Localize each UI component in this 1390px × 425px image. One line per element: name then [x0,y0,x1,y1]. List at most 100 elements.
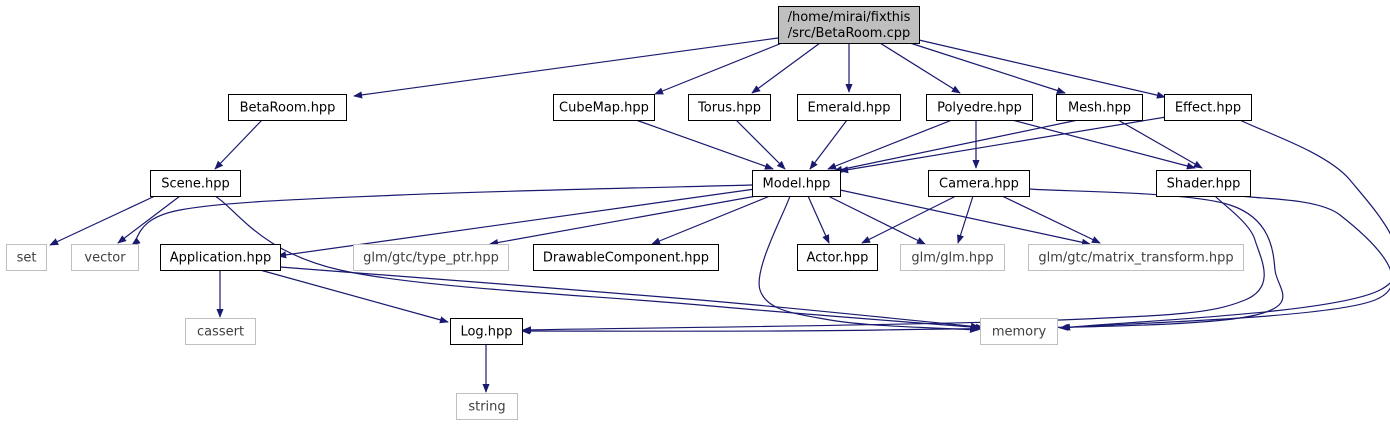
node-box [450,318,523,345]
node-label: glm/gtc/type_ptr.hpp [363,251,499,266]
node-box [456,393,518,420]
node-box [900,244,1005,271]
node-box [533,244,719,271]
node-emerald[interactable]: Emerald.hpp [797,94,901,121]
node-label: /home/mirai/fixthis [788,10,911,25]
nodes-layer: /home/mirai/fixthis/src/BetaRoom.cppBeta… [6,6,1252,420]
node-glm: glm/glm.hpp [900,244,1005,271]
node-typeptr: glm/gtc/type_ptr.hpp [353,244,509,271]
node-label: memory [992,325,1047,340]
edge-effect-to-memory [1061,119,1390,331]
edge-mesh-to-model [833,119,1079,173]
edge-model-to-typeptr [489,194,763,247]
node-scene[interactable]: Scene.hpp [150,170,241,197]
node-torus[interactable]: Torus.hpp [688,94,771,121]
node-label: Polyedre.hpp [937,101,1022,116]
node-root[interactable]: /home/mirai/fixthis/src/BetaRoom.cpp [778,6,920,44]
node-model[interactable]: Model.hpp [752,170,841,197]
node-box [1056,94,1143,121]
edge-model-to-matrix [839,189,1091,246]
node-box [228,94,347,121]
node-box [797,244,878,271]
node-box [778,6,920,44]
node-label: Actor.hpp [807,251,869,266]
node-shader[interactable]: Shader.hpp [1156,170,1251,197]
node-polyedre[interactable]: Polyedre.hpp [926,94,1033,121]
edge-scene-to-vector [117,195,181,244]
node-set: set [6,244,47,271]
node-box [980,318,1058,345]
edge-root-to-cubemap [654,42,783,95]
edge-model-to-vector [131,184,753,246]
node-log[interactable]: Log.hpp [450,318,523,345]
node-label: BetaRoom.hpp [240,101,336,116]
edge-model-to-memory [758,195,979,334]
edge-emerald-to-model [809,119,848,170]
node-label: set [17,251,37,266]
edge-mesh-to-shader [1117,119,1203,169]
edge-root-to-torus [751,42,821,94]
edge-root-to-betaroom [353,37,779,99]
node-label: Shader.hpp [1167,177,1241,192]
node-box [926,94,1033,121]
node-mesh[interactable]: Mesh.hpp [1056,94,1143,121]
node-label: CubeMap.hpp [559,101,649,116]
node-box [1028,244,1244,271]
node-box [1164,94,1252,121]
edge-model-to-glm [827,195,926,245]
node-label: vector [84,251,126,266]
node-camera[interactable]: Camera.hpp [928,170,1030,197]
node-box [353,244,509,271]
edge-root-to-effect [918,39,1166,99]
node-box [752,170,841,197]
edge-polyedre-to-model [827,119,953,170]
node-label: Application.hpp [170,251,272,266]
node-cassert: cassert [185,318,256,345]
node-box [6,244,47,271]
node-label: Mesh.hpp [1068,101,1131,116]
node-cubemap[interactable]: CubeMap.hpp [553,94,655,121]
node-box [928,170,1030,197]
node-box [160,244,281,271]
node-string: string [456,393,518,420]
node-box [553,94,655,121]
edge-camera-to-matrix [1001,195,1101,244]
node-label: cassert [197,325,244,340]
node-label: DrawableComponent.hpp [543,251,709,266]
node-label: Torus.hpp [697,101,761,116]
edge-betaroom-to-scene [214,119,263,170]
edge-root-to-polyedre [879,42,961,94]
edge-shader-to-log [522,195,1265,334]
edge-cubemap-to-model [635,119,774,170]
edge-shader-to-memory [1059,195,1390,331]
node-box [71,244,139,271]
edge-torus-to-model [735,119,786,170]
node-label: glm/gtc/matrix_transform.hpp [1038,251,1233,266]
node-label: /src/BetaRoom.cpp [788,26,911,41]
edge-scene-to-memory [214,195,985,331]
node-box [185,318,256,345]
edge-camera-to-actor [861,195,957,244]
node-betaroom[interactable]: BetaRoom.hpp [228,94,347,121]
node-box [1156,170,1251,197]
node-actor[interactable]: Actor.hpp [797,244,878,271]
edge-model-to-actor [807,195,830,244]
edge-scene-to-set [49,195,156,246]
node-label: Camera.hpp [939,177,1019,192]
node-application[interactable]: Application.hpp [160,244,281,271]
node-drawable[interactable]: DrawableComponent.hpp [533,244,719,271]
edge-application-to-log [259,269,449,324]
node-box [150,170,241,197]
node-memory: memory [980,318,1058,345]
node-label: string [468,400,505,415]
node-label: Model.hpp [763,177,831,192]
node-box [688,94,771,121]
node-matrix: glm/gtc/matrix_transform.hpp [1028,244,1244,271]
edge-root-to-mesh [909,42,1066,94]
edges-layer [49,37,1390,393]
edge-model-to-drawable [651,195,771,245]
node-label: glm/glm.hpp [911,251,993,266]
node-effect[interactable]: Effect.hpp [1164,94,1252,121]
edge-camera-to-glm [957,195,974,244]
